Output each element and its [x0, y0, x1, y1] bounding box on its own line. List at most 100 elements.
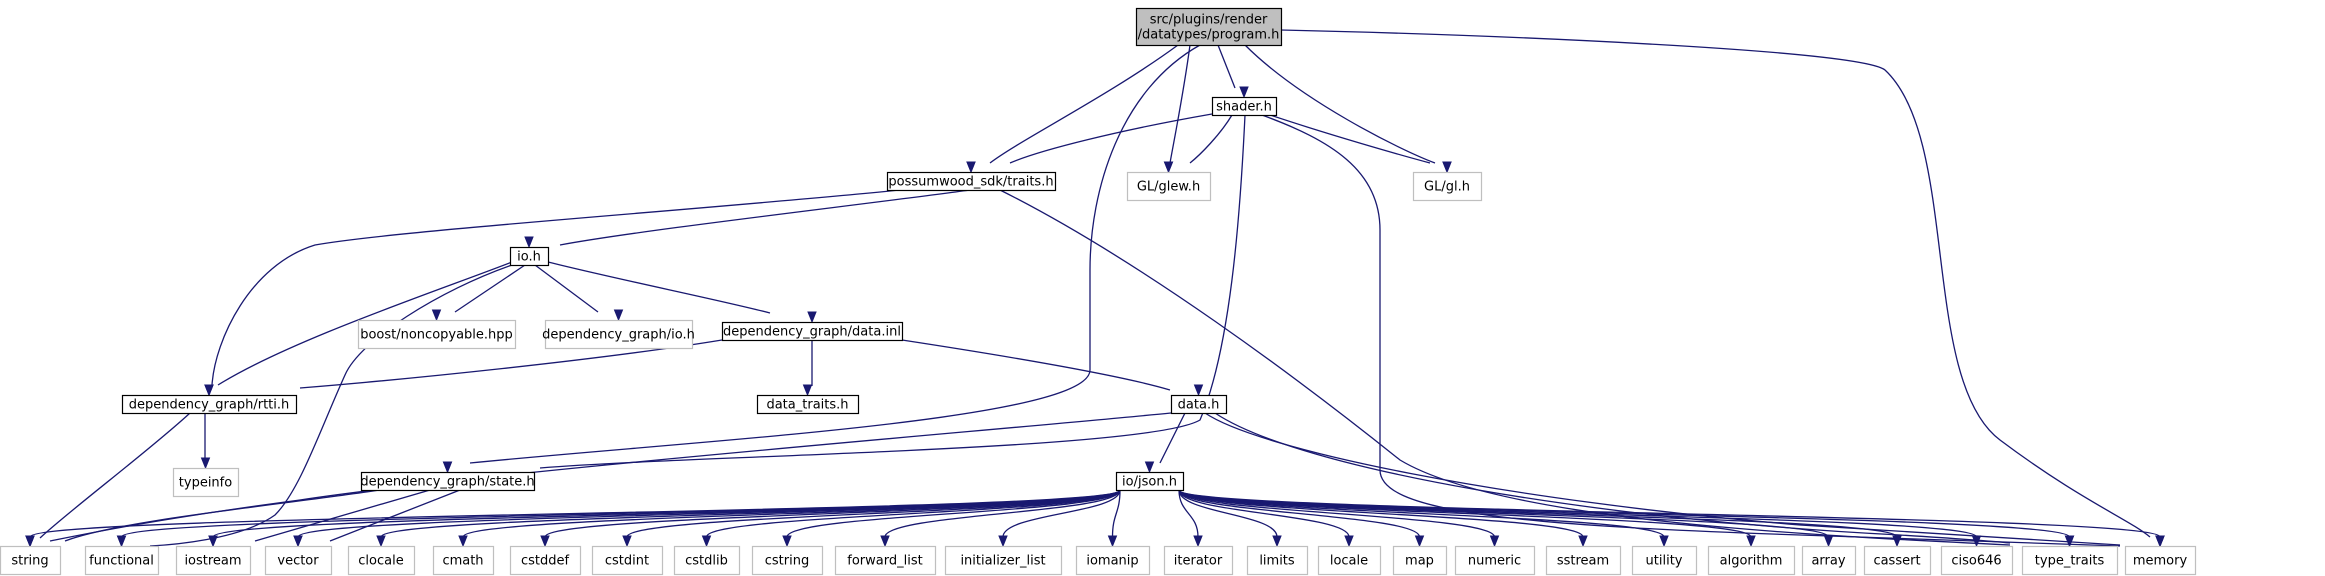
arrowhead-json_h-to-algorithm [1746, 535, 1756, 548]
edge-shader_h-to-memory [1261, 114, 2121, 547]
node-box-dg_io_h [544, 319, 694, 350]
node-data_traits_h[interactable]: data_traits.h [756, 394, 860, 415]
edge-json_h-to-utility [1178, 489, 1665, 538]
arrowhead-json_h-to-sstream [1578, 535, 1588, 548]
arrowhead-data_inl-to-data_traits_h [802, 384, 813, 397]
node-box-sstream [1545, 545, 1622, 576]
node-box-noncopyable [357, 319, 517, 350]
edge-json_h-to-clocale [380, 489, 1121, 538]
node-box-vector [264, 545, 333, 576]
node-label-data_h: data.h [1178, 398, 1220, 413]
node-algorithm: algorithm [1707, 545, 1796, 576]
edge-state_h-to-string [64, 489, 381, 542]
node-label-state_h: dependency_graph/state.h [360, 475, 534, 490]
arrowhead-data_h-to-json_h [1144, 461, 1155, 474]
arrowhead-json_h-to-iterator [1193, 535, 1203, 548]
arrowhead-json_h-to-array [1823, 535, 1834, 548]
node-data_h[interactable]: data.h [1170, 394, 1228, 415]
arrowhead-shader_h-to-gl_h [1442, 161, 1452, 174]
arrowhead-traits_h-to-io_h [524, 236, 534, 249]
node-box-gl_h [1412, 171, 1483, 202]
edge-state_h-to-vector [329, 489, 461, 542]
node-label-iterator: iterator [1174, 554, 1223, 569]
node-box-rtti_h [121, 394, 298, 415]
node-cmath: cmath [432, 545, 495, 576]
edge-data_h-to-type_traits [1214, 412, 2011, 544]
edge-json_h-to-numeric [1178, 489, 1496, 538]
arrowhead-json_h-to-limits [1272, 535, 1282, 548]
node-label-shader_h: shader.h [1216, 100, 1272, 115]
node-rtti_h[interactable]: dependency_graph/rtti.h [121, 394, 298, 415]
arrowhead-json_h-to-clocale [376, 535, 386, 548]
arrowhead-json_h-to-functional [116, 535, 127, 548]
node-iterator: iterator [1163, 545, 1234, 576]
edge-data_inl-to-data_h [901, 339, 1171, 391]
node-box-cstdint [591, 545, 664, 576]
node-data_inl[interactable]: dependency_graph/data.inl [721, 321, 904, 342]
node-shader_h[interactable]: shader.h [1211, 96, 1278, 117]
node-ciso646: ciso646 [1940, 545, 2014, 576]
node-box-glew_h [1126, 171, 1212, 202]
node-locale: locale [1317, 545, 1382, 576]
edge-json_h-to-limits [1178, 489, 1278, 538]
node-label-ciso646: ciso646 [1951, 554, 2001, 569]
node-box-cstddef [509, 545, 582, 576]
edge-json_h-to-locale [1178, 489, 1350, 538]
node-cstdlib: cstdlib [673, 545, 741, 576]
node-initializer_list: initializer_list [944, 545, 1063, 576]
node-box-forward_list [834, 545, 937, 576]
node-label-cstdlib: cstdlib [685, 554, 728, 569]
node-box-traits_h [886, 171, 1057, 192]
node-label-rtti_h: dependency_graph/rtti.h [129, 398, 290, 413]
node-numeric: numeric [1454, 545, 1536, 576]
node-type_traits: type_traits [2021, 545, 2119, 576]
edge-json_h-to-cstddef [544, 489, 1121, 538]
node-label-initializer_list: initializer_list [960, 554, 1045, 569]
node-box-data_h [1170, 394, 1228, 415]
edge-json_h-to-functional [120, 489, 1121, 538]
node-label-dg_io_h: dependency_graph/io.h [542, 328, 695, 343]
arrowhead-json_h-to-cstdint [622, 535, 632, 548]
node-state_h[interactable]: dependency_graph/state.h [360, 471, 536, 492]
edge-json_h-to-cassert [1178, 489, 1898, 538]
node-json_h[interactable]: io/json.h [1115, 471, 1185, 492]
node-label-cmath: cmath [442, 554, 483, 569]
node-traits_h[interactable]: possumwood_sdk/traits.h [886, 171, 1057, 192]
arrowhead-json_h-to-vector [293, 535, 303, 548]
arrowhead-data_inl-to-rtti_h [204, 384, 214, 397]
node-box-cassert [1863, 545, 1932, 576]
node-label-array: array [1811, 554, 1845, 569]
node-box-iomanip [1075, 545, 1151, 576]
edge-rtti_h-to-string [39, 412, 191, 539]
node-box-limits [1246, 545, 1309, 576]
edge-data_h-to-memory [1204, 412, 2121, 546]
edge-program_h-to-state_h [469, 44, 1201, 464]
arrowhead-data_inl-to-data_h [1193, 384, 1204, 397]
node-box-initializer_list [944, 545, 1063, 576]
node-label-locale: locale [1330, 554, 1368, 569]
edge-state_h-to-iostream [254, 489, 431, 542]
node-functional: functional [84, 545, 160, 576]
arrowhead-json_h-to-type_traits [2064, 535, 2075, 548]
node-glew_h: GL/glew.h [1126, 171, 1212, 202]
arrowhead-json_h-to-forward_list [880, 535, 890, 548]
edge-program_h-to-memory [1280, 29, 2151, 538]
edge-program_h-to-traits_h [989, 44, 1179, 164]
edge-traits_h-to-io_h [559, 189, 971, 246]
node-box-array [1801, 545, 1857, 576]
arrowhead-rtti_h-to-typeinfo [200, 457, 211, 470]
edge-json_h-to-iterator [1178, 489, 1199, 538]
node-io_h[interactable]: io.h [509, 246, 550, 267]
node-box-string [0, 545, 62, 576]
node-label-forward_list: forward_list [847, 554, 922, 569]
arrowhead-json_h-to-memory [2155, 535, 2165, 548]
node-box-utility [1631, 545, 1698, 576]
edge-io_h-to-rtti_h [217, 261, 513, 386]
node-label-map: map [1405, 554, 1434, 569]
node-box-iterator [1163, 545, 1234, 576]
arrowhead-shader_h-to-traits_h [966, 161, 976, 174]
node-string: string [0, 545, 62, 576]
node-program_h[interactable]: src/plugins/render/datatypes/program.h [1135, 7, 1283, 47]
edge-shader_h-to-glew_h [1189, 114, 1233, 164]
node-label-utility: utility [1646, 554, 1683, 569]
